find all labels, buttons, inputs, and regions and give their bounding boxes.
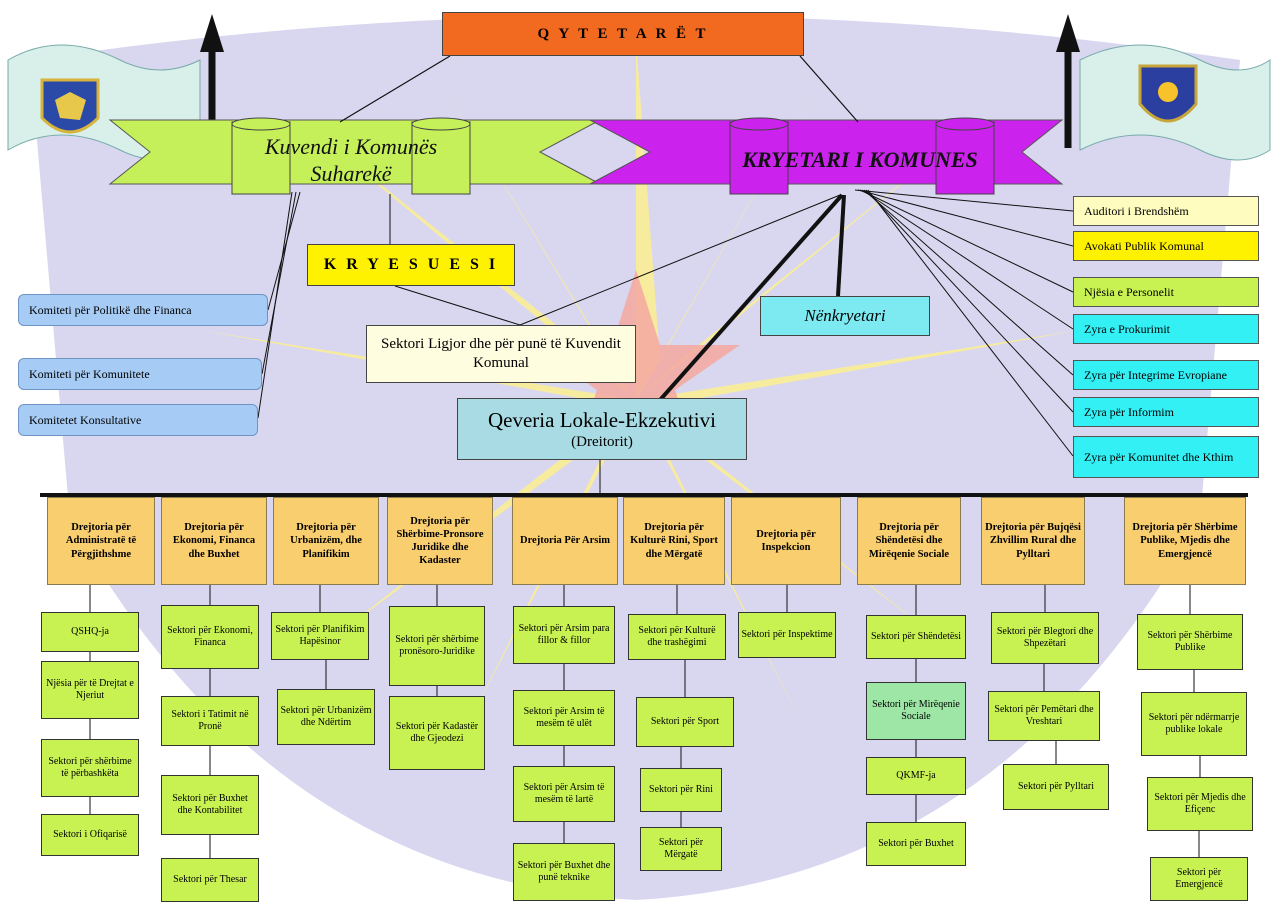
directorate-box: Drejtoria Për Arsim bbox=[512, 497, 618, 585]
sector-box: Sektori për Arsim të mesëm të ulët bbox=[513, 690, 615, 746]
committee-policy-finance: Komiteti për Politikë dhe Financa bbox=[18, 294, 268, 326]
chair-box: K R Y E S U E S I bbox=[307, 244, 515, 286]
sector-box: Sektori për Shërbime Publike bbox=[1137, 614, 1243, 670]
office-personnel-unit: Njësia e Personelit bbox=[1073, 277, 1259, 307]
sector-box: Sektori për Sport bbox=[636, 697, 734, 747]
office-european-integration: Zyra për Integrime Evropiane bbox=[1073, 360, 1259, 390]
sector-box: Sektori për ndërmarrje publike lokale bbox=[1141, 692, 1247, 756]
directorate-box: Drejtoria për Administratë të Përgjithsh… bbox=[47, 497, 155, 585]
sector-box: Sektori për Urbanizëm dhe Ndërtim bbox=[277, 689, 375, 745]
directorate-box: Drejtoria për Ekonomi, Financa dhe Buxhe… bbox=[161, 497, 267, 585]
directorate-box: Drejtoria për Shërbime Publike, Mjedis d… bbox=[1124, 497, 1246, 585]
sector-box: Sektori për shërbime të përbashkëta bbox=[41, 739, 139, 797]
sector-box: Sektori për shërbime pronësoro-Juridike bbox=[389, 606, 485, 686]
sector-box: Sektori për Pemëtari dhe Vreshtari bbox=[988, 691, 1100, 741]
sector-box: Sektori për Planifikim Hapësinor bbox=[271, 612, 369, 660]
sector-box: Njësia për të Drejtat e Njeriut bbox=[41, 661, 139, 719]
sector-box: Sektori për Buxhet dhe Kontabilitet bbox=[161, 775, 259, 835]
directorate-box: Drejtoria për Kulturë Rini, Sport dhe Më… bbox=[623, 497, 725, 585]
office-community-return: Zyra për Komunitet dhe Kthim bbox=[1073, 436, 1259, 478]
office-internal-auditor: Auditori i Brendshëm bbox=[1073, 196, 1259, 226]
directorate-box: Drejtoria për Bujqësi Zhvillim Rural dhe… bbox=[981, 497, 1085, 585]
directorate-box: Drejtoria për Urbanizëm, dhe Planifikim bbox=[273, 497, 379, 585]
sector-box: Sektori për Inspektime bbox=[738, 612, 836, 658]
legal-sector-box: Sektori Ligjor dhe për punë të Kuvendit … bbox=[366, 325, 636, 383]
committee-communities: Komiteti për Komunitete bbox=[18, 358, 262, 390]
office-information: Zyra për Informim bbox=[1073, 397, 1259, 427]
government-subtitle: (Dreitorit) bbox=[571, 433, 633, 450]
sector-box: Sektori për Thesar bbox=[161, 858, 259, 902]
sector-box: Sektori për Arsim para fillor & fillor bbox=[513, 606, 615, 664]
up-arrow-icon bbox=[200, 14, 224, 52]
up-arrow-icon bbox=[1056, 14, 1080, 52]
sector-box: Sektori për Pylltari bbox=[1003, 764, 1109, 810]
sector-box: Sektori për Shëndetësi bbox=[866, 615, 966, 659]
local-government-box: Qeveria Lokale-Ekzekutivi (Dreitorit) bbox=[457, 398, 747, 460]
sector-box: Sektori për Ekonomi, Financa bbox=[161, 605, 259, 669]
citizens-box: Q Y T E T A R Ë T bbox=[442, 12, 804, 56]
sector-box: Sektori për Emergjencë bbox=[1150, 857, 1248, 901]
government-title: Qeveria Lokale-Ekzekutivi bbox=[488, 407, 716, 432]
sector-box: Sektori për Blegtori dhe Shpezëtari bbox=[991, 612, 1099, 664]
directorate-box: Drejtoria për Shërbime-Pronsore Juridike… bbox=[387, 497, 493, 585]
office-procurement: Zyra e Prokurimit bbox=[1073, 314, 1259, 344]
mayor-label: KRYETARI I KOMUNES bbox=[742, 147, 978, 173]
sector-box: Sektori për Buxhet bbox=[866, 822, 966, 866]
sector-box: Sektori për Kadastër dhe Gjeodezi bbox=[389, 696, 485, 770]
sector-box: Sektori për Mërgatë bbox=[640, 827, 722, 871]
sector-box: Sektori për Mjedis dhe Efiçenc bbox=[1147, 777, 1253, 831]
sector-box: Sektori për Mirëqenie Sociale bbox=[866, 682, 966, 740]
sector-box: Sektori për Arsim të mesëm të lartë bbox=[513, 766, 615, 822]
sector-box: Sektori i Ofiqarisë bbox=[41, 814, 139, 856]
sector-box: Sektori për Kulturë dhe trashëgimi bbox=[628, 614, 726, 660]
office-public-attorney: Avokati Publik Komunal bbox=[1073, 231, 1259, 261]
red-star bbox=[532, 270, 740, 460]
assembly-label: Kuvendi i Komunës Suharekë bbox=[264, 133, 438, 187]
committee-consultative: Komitetet Konsultative bbox=[18, 404, 258, 436]
sector-box: Sektori për Rini bbox=[640, 768, 722, 812]
deputy-mayor-box: Nënkryetari bbox=[760, 296, 930, 336]
sector-box: Sektori i Tatimit në Pronë bbox=[161, 696, 259, 746]
sector-box: Sektori për Buxhet dhe punë teknike bbox=[513, 843, 615, 901]
directorate-box: Drejtoria për Inspekcion bbox=[731, 497, 841, 585]
directorate-box: Drejtoria për Shëndetësi dhe Mirëqenie S… bbox=[857, 497, 961, 585]
sector-box: QKMF-ja bbox=[866, 757, 966, 795]
sector-box: QSHQ-ja bbox=[41, 612, 139, 652]
